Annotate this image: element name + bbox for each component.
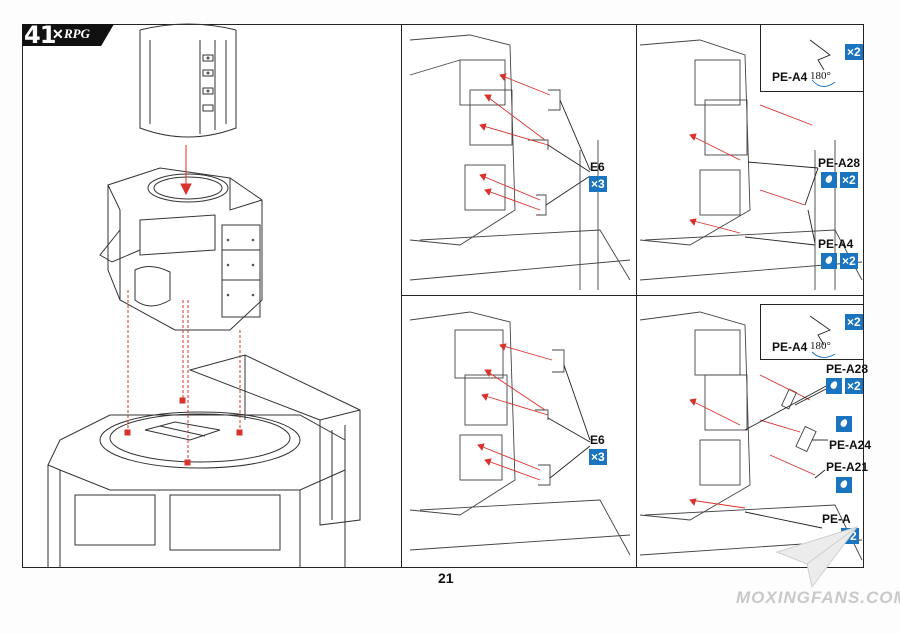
part-label-pe-a24: PE-A24 (829, 438, 872, 452)
glue-icon (836, 477, 852, 493)
rotation-inset-bottom (760, 304, 864, 360)
part-label-e6-top: E6 (590, 160, 605, 174)
main-assembly-panel (22, 24, 402, 568)
inset-part-label-bottom: PE-A4 (772, 340, 808, 354)
qty-badge-e6-top: ×3 (589, 176, 607, 192)
qty-badge-e6-bottom: ×3 (589, 449, 607, 465)
step-number: 41 (24, 21, 56, 49)
step-panel-bottom-left (401, 295, 637, 568)
part-label-pe-a21: PE-A21 (826, 460, 869, 474)
inset-rotation-bottom: 180° (810, 340, 831, 352)
inset-qty-badge-bottom: ×2 (845, 314, 863, 330)
qty-badge-pe-a28-top: ×2 (840, 172, 858, 188)
qty-badge-pe-a28-bottom: ×2 (845, 378, 863, 394)
qty-badge-pe-a4-top: ×2 (840, 253, 858, 269)
brand-x-icon: ✕ (52, 26, 64, 42)
part-label-pe-a28-top: PE-A28 (818, 156, 861, 170)
glue-icon (821, 172, 837, 188)
brand-logo: RPG (64, 26, 90, 41)
inset-rotation-top: 180° (810, 70, 831, 82)
glue-icon (826, 378, 842, 394)
part-label-e6-bottom: E6 (590, 433, 605, 447)
part-label-pe-a28-bottom: PE-A28 (826, 362, 869, 376)
part-label-pe-a4-top: PE-A4 (818, 237, 854, 251)
page-number: 21 (438, 570, 454, 586)
step-badge (22, 24, 114, 46)
inset-part-label-top: PE-A4 (772, 70, 808, 84)
watermark-text: MOXINGFANS.COM (736, 588, 900, 607)
paper-plane-watermark-icon (775, 526, 859, 589)
glue-icon (836, 416, 852, 432)
inset-qty-badge-top: ×2 (845, 44, 863, 60)
part-label-pe-a-partial: PE-A (822, 512, 851, 526)
glue-icon (821, 253, 837, 269)
